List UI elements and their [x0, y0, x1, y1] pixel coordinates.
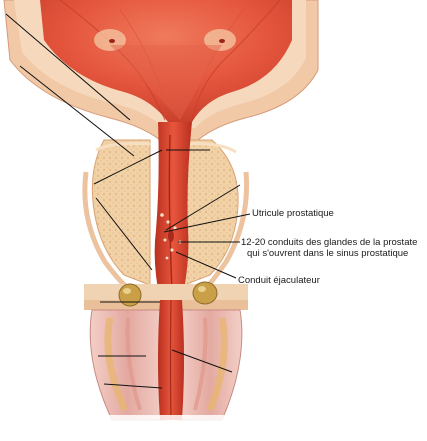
prostatic-urethra: [155, 122, 192, 300]
bulbourethral-gland-right: [193, 282, 217, 304]
label-ejaculatory-duct: Conduit éjaculateur: [238, 275, 320, 286]
label-prostatic-ducts-line2: qui s'ouvrent dans le sinus prostatique: [247, 248, 408, 259]
bulbourethral-gland-left: [119, 284, 141, 306]
label-prostatic-utricle: Utricule prostatique: [252, 208, 334, 219]
label-prostatic-ducts-line1: 12-20 conduits des glandes de la prostat…: [241, 237, 417, 248]
membranous-urethra: [158, 300, 184, 420]
